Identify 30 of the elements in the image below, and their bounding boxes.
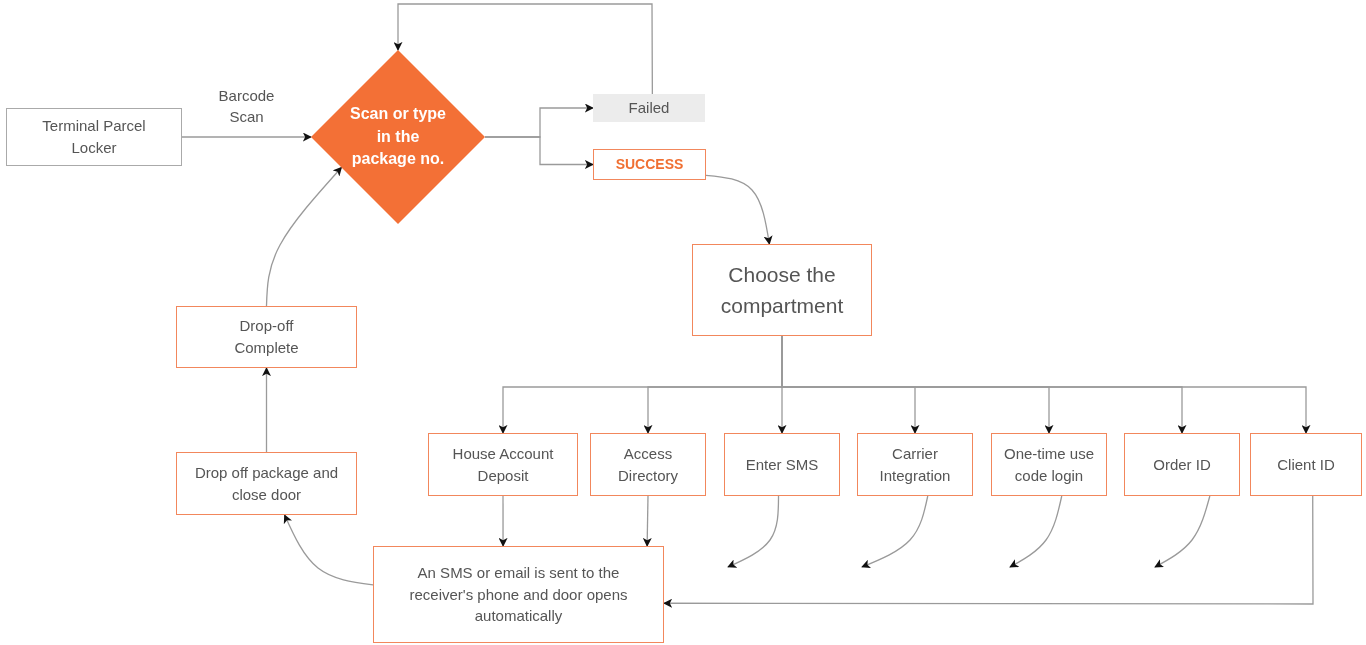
option-box: Enter SMS <box>724 433 840 496</box>
arrow <box>642 495 652 547</box>
option-box: Access Directory <box>590 433 706 496</box>
arrow <box>283 514 374 586</box>
arrow <box>262 367 271 453</box>
process-box: An SMS or email is sent to the receiver's phone and door opens automatically <box>373 546 664 643</box>
status-box: SUCCESS <box>593 149 706 180</box>
arrow <box>484 136 594 169</box>
option-box: Order ID <box>1124 433 1240 496</box>
arrow <box>861 495 929 569</box>
process-box: Terminal Parcel Locker <box>6 108 182 166</box>
option-box: Client ID <box>1250 433 1362 496</box>
arrow <box>1009 495 1063 568</box>
arrow <box>1154 495 1211 568</box>
option-box: Carrier Integration <box>857 433 973 496</box>
process-box: Choose the compartment <box>692 244 872 336</box>
process-box: Drop off package and close door <box>176 452 357 515</box>
arrow <box>393 3 653 95</box>
arrow <box>498 495 508 547</box>
arrow <box>727 495 780 568</box>
arrow <box>663 495 1314 608</box>
arrow <box>705 174 773 245</box>
option-box: House Account Deposit <box>428 433 578 496</box>
decision-diamond: Scan or type in the package no. <box>311 50 485 224</box>
arrow <box>265 166 343 307</box>
arrow <box>181 132 312 142</box>
process-box: Drop-off Complete <box>176 306 357 368</box>
status-box: Failed <box>593 94 705 122</box>
option-box: One-time use code login <box>991 433 1107 496</box>
arrow <box>781 335 1311 434</box>
